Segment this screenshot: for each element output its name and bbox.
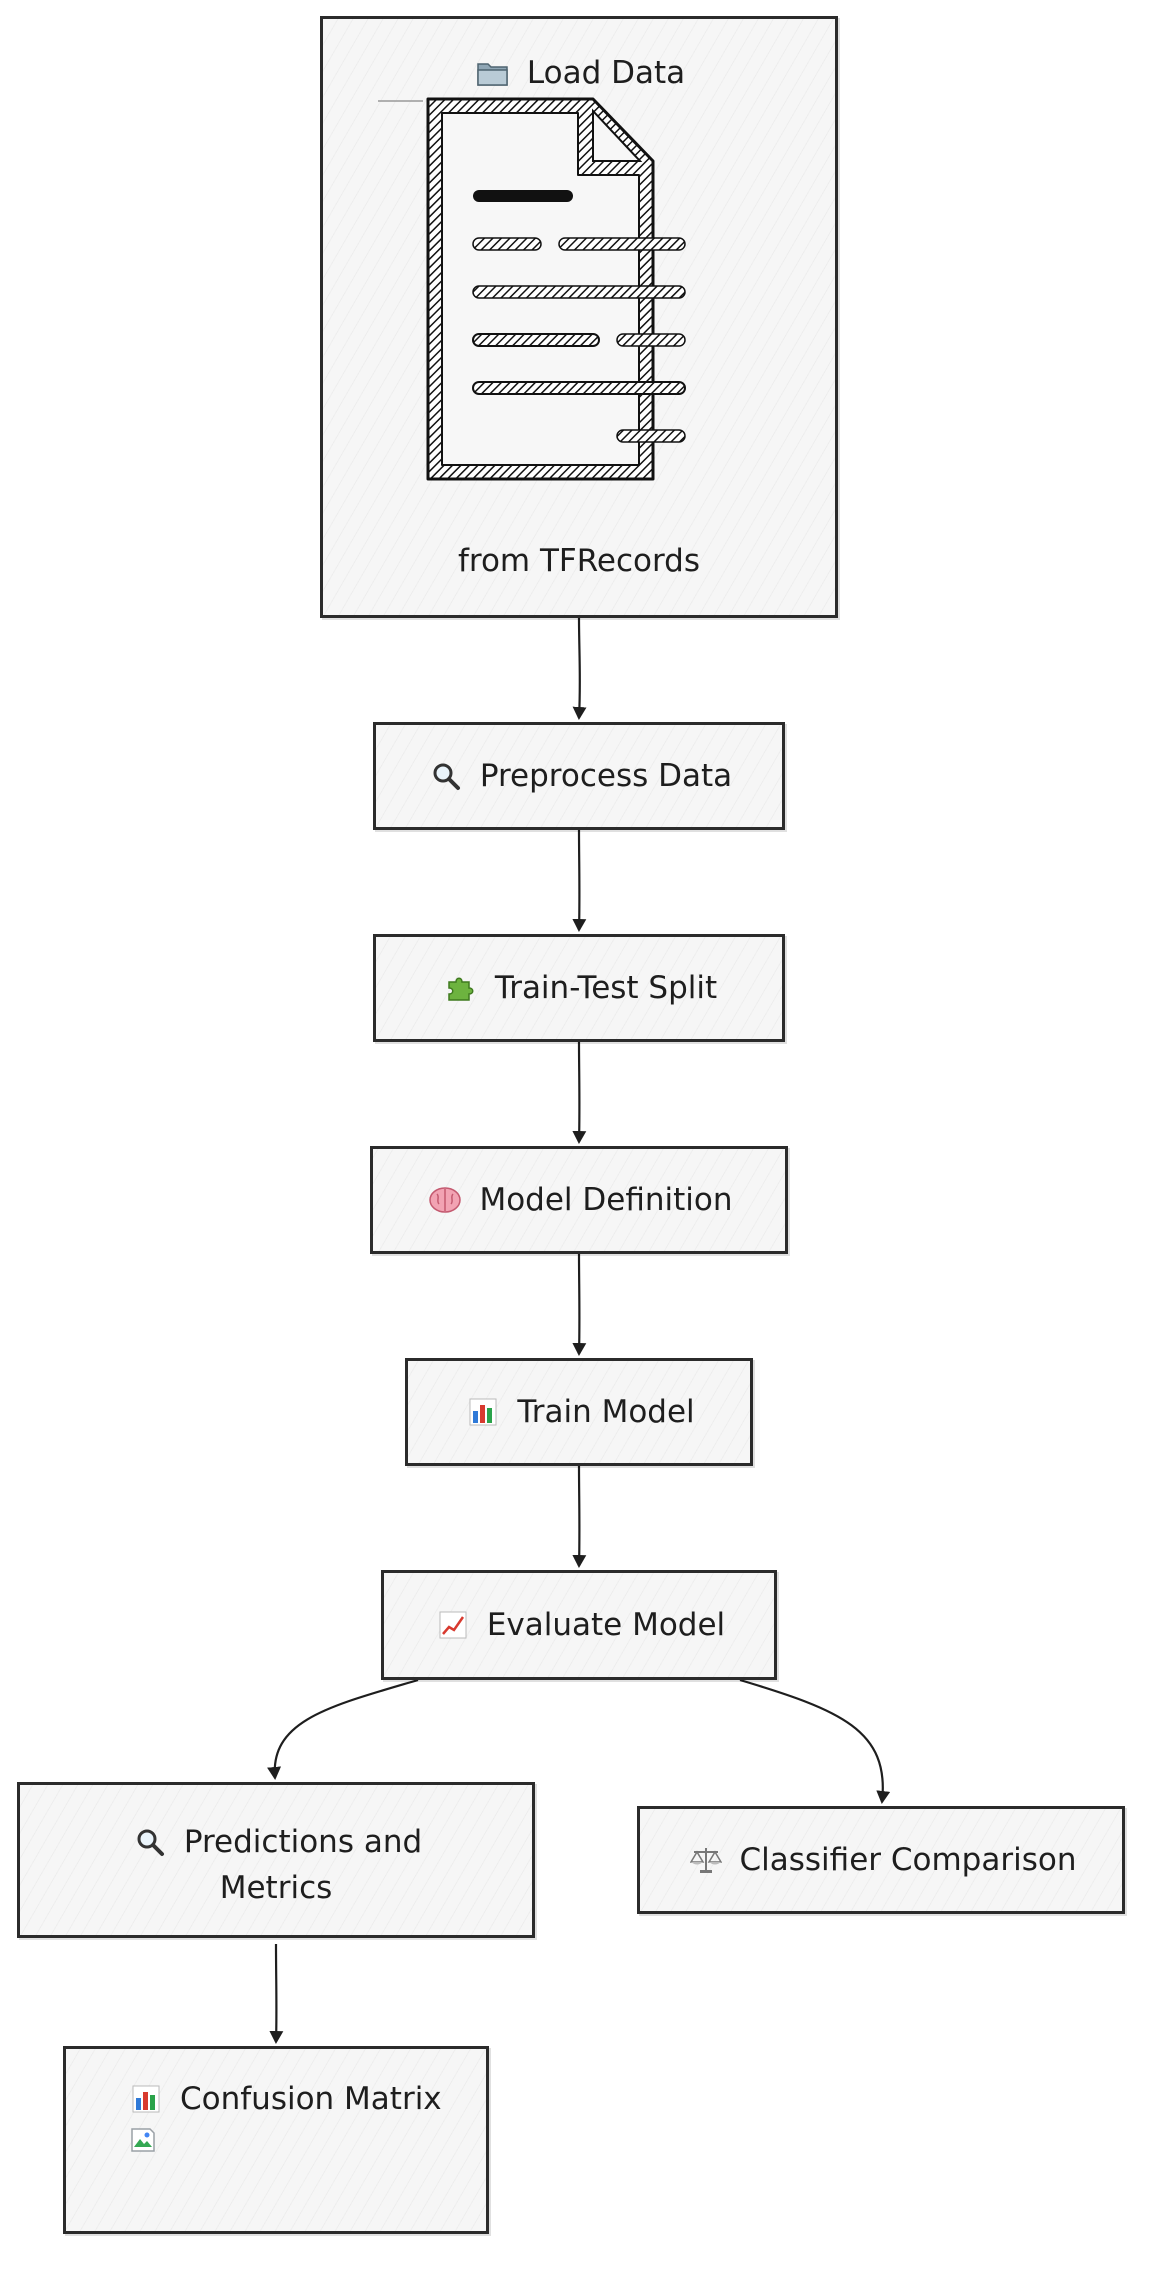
node-preprocess-label: Preprocess Data xyxy=(479,758,733,794)
node-evaluate-model[interactable]: Evaluate Model xyxy=(381,1570,777,1680)
magnifier-icon xyxy=(130,1822,170,1862)
document-icon xyxy=(378,97,686,481)
brain-icon xyxy=(425,1180,465,1220)
folder-icon xyxy=(473,53,513,93)
node-confusion-matrix[interactable]: Confusion Matrix xyxy=(63,2046,489,2234)
bar-chart-icon xyxy=(463,1392,503,1432)
node-load-data-label: Load Data xyxy=(526,55,686,91)
bar-chart-icon xyxy=(126,2079,166,2119)
node-model-definition[interactable]: Model Definition xyxy=(370,1146,788,1254)
balance-scale-icon xyxy=(686,1840,726,1880)
line-chart-icon xyxy=(433,1605,473,1645)
edge-load-preprocess xyxy=(572,617,587,720)
node-load-data[interactable]: Load Data from TFRecords xyxy=(320,16,838,618)
node-load-data-caption: from TFRecords xyxy=(457,543,701,579)
node-confusion-label: Confusion Matrix xyxy=(180,2081,442,2117)
magnifier-icon xyxy=(426,756,466,796)
node-split-label: Train-Test Split xyxy=(494,970,718,1006)
puzzle-icon xyxy=(441,968,481,1008)
node-train-test-split[interactable]: Train-Test Split xyxy=(373,934,785,1042)
node-preprocess-data[interactable]: Preprocess Data xyxy=(373,722,785,830)
node-model-label: Model Definition xyxy=(479,1182,733,1218)
node-predictions-label-line1: Predictions and xyxy=(183,1824,423,1860)
edge-evaluate-comparison xyxy=(739,1678,891,1804)
node-classifier-comparison[interactable]: Classifier Comparison xyxy=(637,1806,1125,1914)
edge-evaluate-predictions xyxy=(267,1678,419,1780)
node-train-label: Train Model xyxy=(517,1394,695,1430)
broken-image-icon xyxy=(131,2128,155,2152)
node-predictions-label-line2: Metrics xyxy=(219,1870,333,1906)
node-train-model[interactable]: Train Model xyxy=(405,1358,753,1466)
node-comparison-label: Classifier Comparison xyxy=(739,1842,1077,1878)
node-evaluate-label: Evaluate Model xyxy=(486,1607,726,1643)
node-predictions-metrics[interactable]: Predictions and Metrics xyxy=(17,1782,535,1938)
